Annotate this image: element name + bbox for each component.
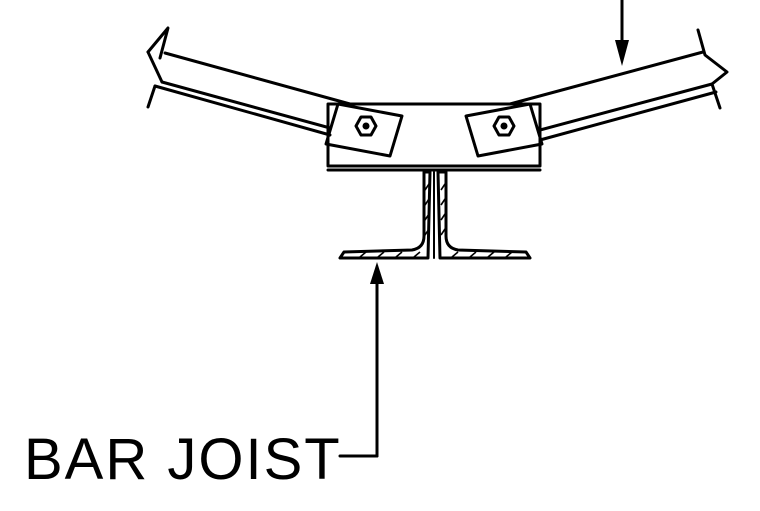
right-sloped-member bbox=[508, 28, 729, 142]
load-arrow bbox=[615, 0, 629, 66]
bar-joist-leader bbox=[338, 262, 384, 458]
bar-joist-label: BAR JOIST bbox=[24, 427, 342, 492]
left-bolt bbox=[354, 115, 378, 137]
left-clip-angle bbox=[324, 102, 404, 158]
section-hatching bbox=[359, 183, 513, 258]
left-sloped-member bbox=[146, 26, 352, 137]
bar-joist-top-chord bbox=[338, 170, 532, 260]
connection-plate bbox=[326, 102, 542, 172]
right-bolt bbox=[492, 115, 516, 137]
right-clip-angle bbox=[464, 102, 544, 158]
